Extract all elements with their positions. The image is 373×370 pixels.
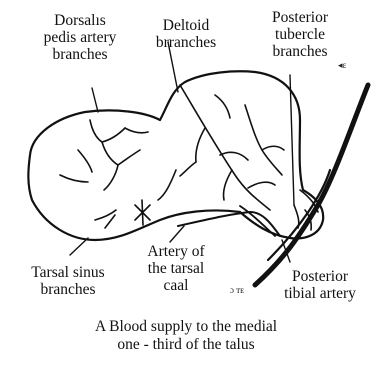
label-line: Tarsal sinus <box>12 264 124 281</box>
label-line: Artery of <box>132 243 220 260</box>
arrow-mark: ◂ε <box>338 60 346 71</box>
caption-line-1: A Blood supply to the medial <box>56 318 316 336</box>
deltoid-branches <box>158 85 284 210</box>
label-line: the tarsal <box>132 260 220 277</box>
label-line: branches <box>246 43 354 60</box>
caption-line-2: one - third of the talus <box>56 336 316 354</box>
figure-caption: A Blood supply to the medial one - third… <box>56 318 316 354</box>
label-posterior-tibial: Posterior tibial artery <box>266 268 373 302</box>
tarsal-sinus-branches <box>95 200 150 228</box>
label-line: branches <box>12 281 124 298</box>
label-line: tubercle <box>246 26 354 43</box>
label-line: Dorsalıs <box>22 12 138 29</box>
tibial-branch <box>268 170 330 260</box>
label-line: Posterior <box>266 268 373 285</box>
label-deltoid: Deltoid brranches <box>136 17 236 51</box>
label-line: Posterior <box>246 9 354 26</box>
dorsalis-branches <box>60 120 148 190</box>
label-posterior-tubercle: Posterior tubercle branches <box>246 9 354 60</box>
label-artery-tarsal-canal: Artery of the tarsal caal <box>132 243 220 294</box>
leader-lines <box>70 42 294 262</box>
label-line: Deltoid <box>136 17 236 34</box>
talus-outline <box>28 71 323 240</box>
label-line: branches <box>22 46 138 63</box>
label-line: pedis artery <box>22 29 138 46</box>
label-line: brranches <box>136 34 236 51</box>
caal-mark: ɔ ᴛᴇ <box>230 285 244 295</box>
label-tarsal-sinus: Tarsal sinus branches <box>12 264 124 298</box>
tarsal-canal-artery <box>178 212 280 236</box>
label-dorsalis-pedis: Dorsalıs pedis artery branches <box>22 12 138 63</box>
label-line: caal <box>132 277 220 294</box>
label-line: tibial artery <box>266 285 373 302</box>
